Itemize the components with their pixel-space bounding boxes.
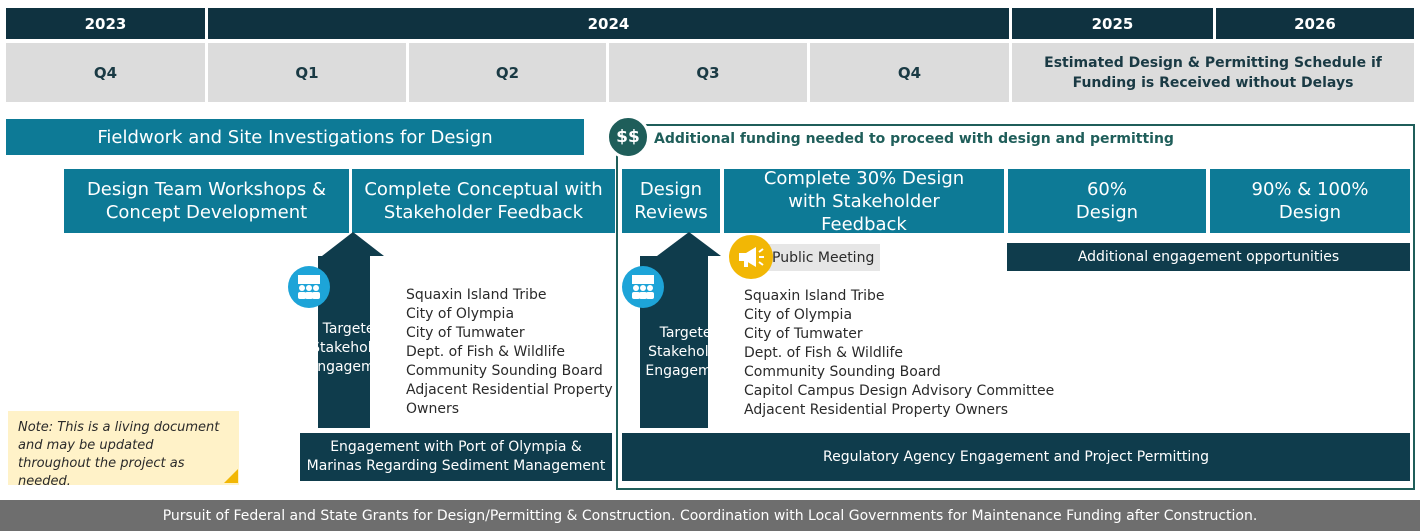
quarter-q4-2023: Q4 <box>6 43 205 102</box>
year-2025: 2025 <box>1012 8 1213 39</box>
list-item: Dept. of Fish & Wildlife <box>744 345 904 361</box>
quarter-q2-2024: Q2 <box>409 43 606 102</box>
list-item: Community Sounding Board <box>406 363 603 379</box>
list-item: City of Tumwater <box>744 326 863 342</box>
note-corner-icon <box>224 469 238 483</box>
list-item: City of Olympia <box>406 306 515 322</box>
list-item: Community Sounding Board <box>744 364 941 380</box>
task-design-60: 60% Design <box>1008 169 1206 233</box>
engagement-label-right: Targeted Stakeholder Engagement <box>645 325 735 379</box>
regulatory-bar: Regulatory Agency Engagement and Project… <box>622 433 1410 481</box>
list-item: City of Olympia <box>744 307 853 323</box>
task-design-reviews: Design Reviews <box>622 169 720 233</box>
list-item: Owners <box>406 401 460 417</box>
funding-text: Additional funding needed to proceed wit… <box>654 131 1174 147</box>
footer-banner: Pursuit of Federal and State Grants for … <box>0 500 1420 531</box>
additional-engagement-bar: Additional engagement opportunities <box>1007 243 1410 271</box>
quarter-q1-2024: Q1 <box>208 43 406 102</box>
quarter-q4-2024: Q4 <box>810 43 1009 102</box>
list-item: Adjacent Residential Property Owners <box>744 402 1009 418</box>
port-engagement-bar: Engagement with Port of Olympia & Marina… <box>300 433 612 481</box>
estimate-note: Estimated Design & Permitting Schedule i… <box>1012 43 1414 102</box>
quarter-q3-2024: Q3 <box>609 43 807 102</box>
stakeholder-list-right: Squaxin Island Tribe City of Olympia Cit… <box>744 287 1054 420</box>
fieldwork-bar: Fieldwork and Site Investigations for De… <box>6 119 584 155</box>
year-2026: 2026 <box>1216 8 1414 39</box>
list-item: City of Tumwater <box>406 325 525 341</box>
list-item: Squaxin Island Tribe <box>744 288 885 304</box>
stakeholder-list-left: Squaxin Island Tribe City of Olympia Cit… <box>406 286 613 419</box>
task-workshops: Design Team Workshops & Concept Developm… <box>64 169 349 233</box>
list-item: Capitol Campus Design Advisory Committee <box>744 383 1055 399</box>
meeting-icon-left <box>288 266 330 308</box>
dollar-icon: $$ <box>606 115 650 159</box>
public-meeting-label: Public Meeting <box>760 244 880 271</box>
year-2023: 2023 <box>6 8 205 39</box>
list-item: Squaxin Island Tribe <box>406 287 547 303</box>
task-design-30: Complete 30% Design with Stakeholder Fee… <box>724 168 1004 235</box>
task-design-90-100: 90% & 100% Design <box>1210 169 1410 233</box>
task-conceptual: Complete Conceptual with Stakeholder Fee… <box>352 169 615 233</box>
meeting-icon-right <box>622 266 664 308</box>
megaphone-icon <box>729 235 773 279</box>
funding-region <box>616 124 1415 490</box>
list-item: Adjacent Residential Property <box>406 382 613 398</box>
list-item: Dept. of Fish & Wildlife <box>406 344 566 360</box>
living-document-note: Note: This is a living document and may … <box>8 411 239 489</box>
engagement-arrow-left <box>318 232 384 428</box>
engagement-label-left: Targeted Stakeholder Engagement <box>308 321 398 375</box>
year-2024: 2024 <box>208 8 1009 39</box>
